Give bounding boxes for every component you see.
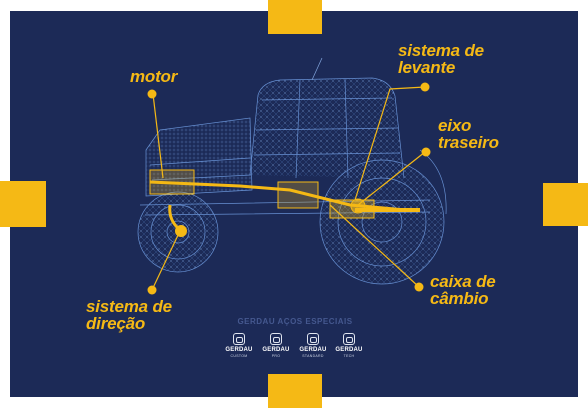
- label-eixo-traseiro: eixo traseiro: [438, 116, 499, 152]
- label-sistema-de-direcao: sistema de direção: [86, 297, 172, 333]
- label-sistema-de-levante: sistema de levante: [398, 41, 484, 77]
- tractor-body: [137, 57, 447, 285]
- logo-custom: GERDAU CUSTOM: [224, 333, 254, 367]
- logo-standard: GERDAU STANDARD: [298, 333, 328, 367]
- top-accent-tab: [268, 0, 322, 34]
- gerdau-mark-icon: [343, 333, 355, 345]
- logo-sub: PRO: [271, 354, 281, 358]
- gerdau-mark-icon: [270, 333, 282, 345]
- brand-logos: GERDAU CUSTOM GERDAU PRO GERDAU STANDARD…: [224, 333, 364, 369]
- logo-pro: GERDAU PRO: [261, 333, 291, 367]
- brand-title: GERDAU AÇOS ESPECIAIS: [237, 317, 353, 326]
- bottom-accent-tab: [268, 374, 322, 408]
- right-accent-tab: [543, 183, 588, 226]
- callout-lines: [151, 86, 426, 291]
- gerdau-mark-icon: [233, 333, 245, 345]
- logo-tech: GERDAU TECH: [334, 333, 364, 367]
- callout-dots: [147, 82, 431, 295]
- logo-word: GERDAU: [262, 347, 290, 353]
- direcao-dot: [147, 285, 157, 295]
- motor-dot: [147, 89, 157, 99]
- left-accent-tab: [0, 181, 46, 227]
- eixo-leader: [357, 151, 426, 206]
- label-motor: motor: [130, 67, 178, 86]
- gerdau-mark-icon: [307, 333, 319, 345]
- levante-leader: [354, 86, 426, 201]
- logo-word: GERDAU: [225, 347, 253, 353]
- logo-word: GERDAU: [335, 347, 363, 353]
- eixo-dot: [421, 147, 431, 157]
- logo-sub: CUSTOM: [230, 354, 248, 358]
- logo-sub: STANDARD: [302, 354, 324, 358]
- direcao-leader: [151, 230, 181, 291]
- motor-leader: [152, 93, 164, 179]
- levante-dot: [420, 82, 430, 92]
- drivetrain: [149, 169, 420, 237]
- cambio-dot: [414, 282, 424, 292]
- logo-word: GERDAU: [299, 347, 327, 353]
- cambio-leader: [329, 204, 420, 288]
- label-caixa-de-cambio: caixa de câmbio: [430, 272, 496, 308]
- logo-sub: TECH: [343, 354, 355, 358]
- navy-panel: [10, 11, 578, 397]
